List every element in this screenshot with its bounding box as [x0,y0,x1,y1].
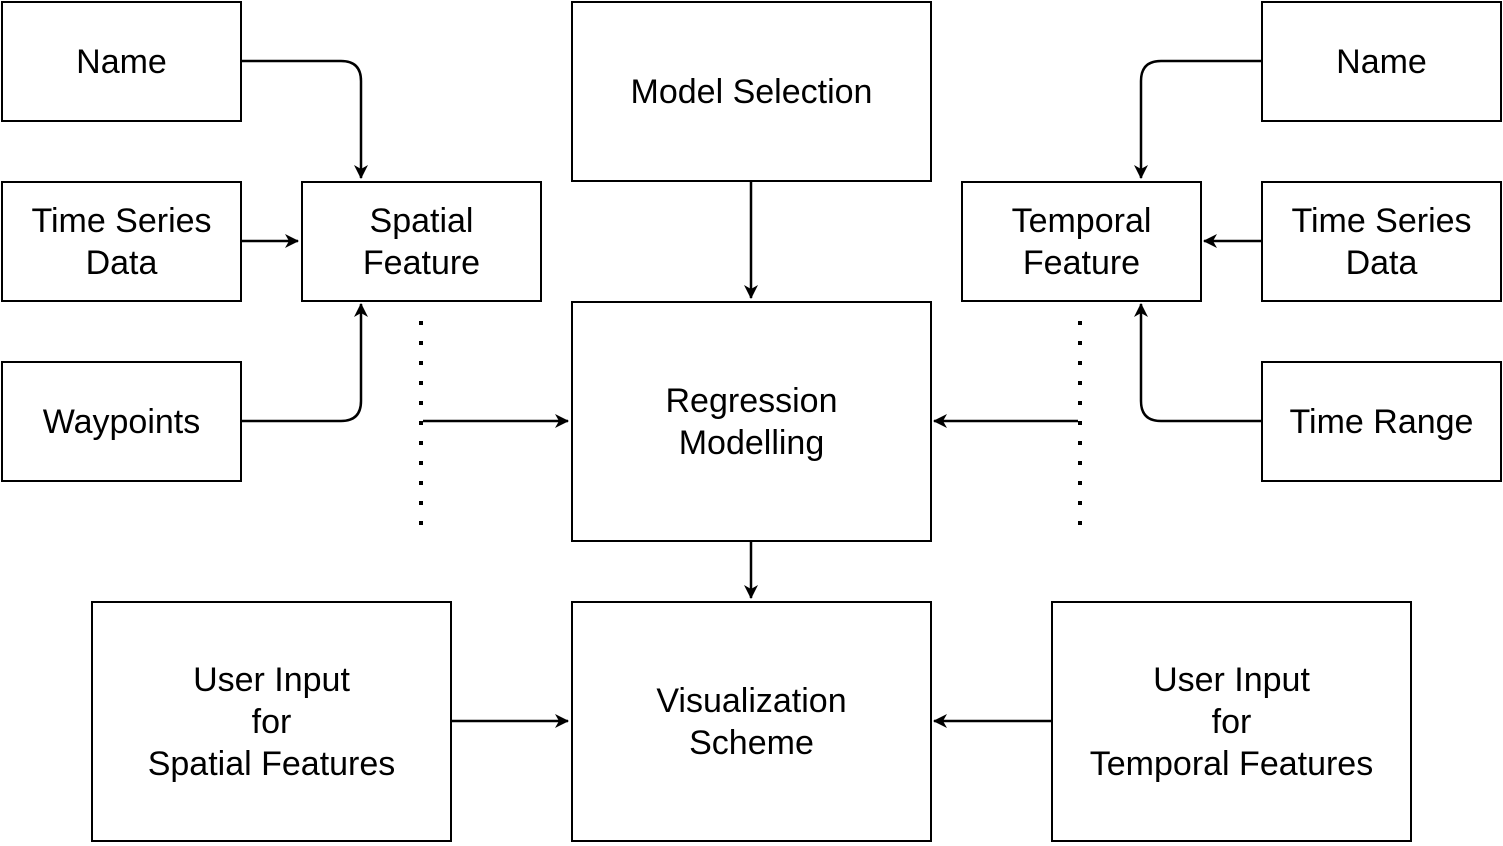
node-name-left[interactable]: Name [1,1,242,122]
edge-timerange-to-temporal [1134,303,1261,423]
edge-name-left-to-spatial [241,59,368,179]
node-model-selection[interactable]: Model Selection [571,1,932,182]
node-waypoints[interactable]: Waypoints [1,361,242,482]
node-name-right[interactable]: Name [1261,1,1502,122]
node-waypoints-label: Waypoints [42,402,201,441]
edge-name-right-to-temporal [1134,59,1261,179]
node-time-range[interactable]: Time Range [1261,361,1502,482]
edge-waypoints-to-spatial [241,303,368,423]
node-time-range-label: Time Range [1289,402,1474,441]
node-model-selection-label: Model Selection [630,72,873,111]
node-name-left-label: Name [76,42,167,81]
node-name-right-label: Name [1336,42,1427,81]
